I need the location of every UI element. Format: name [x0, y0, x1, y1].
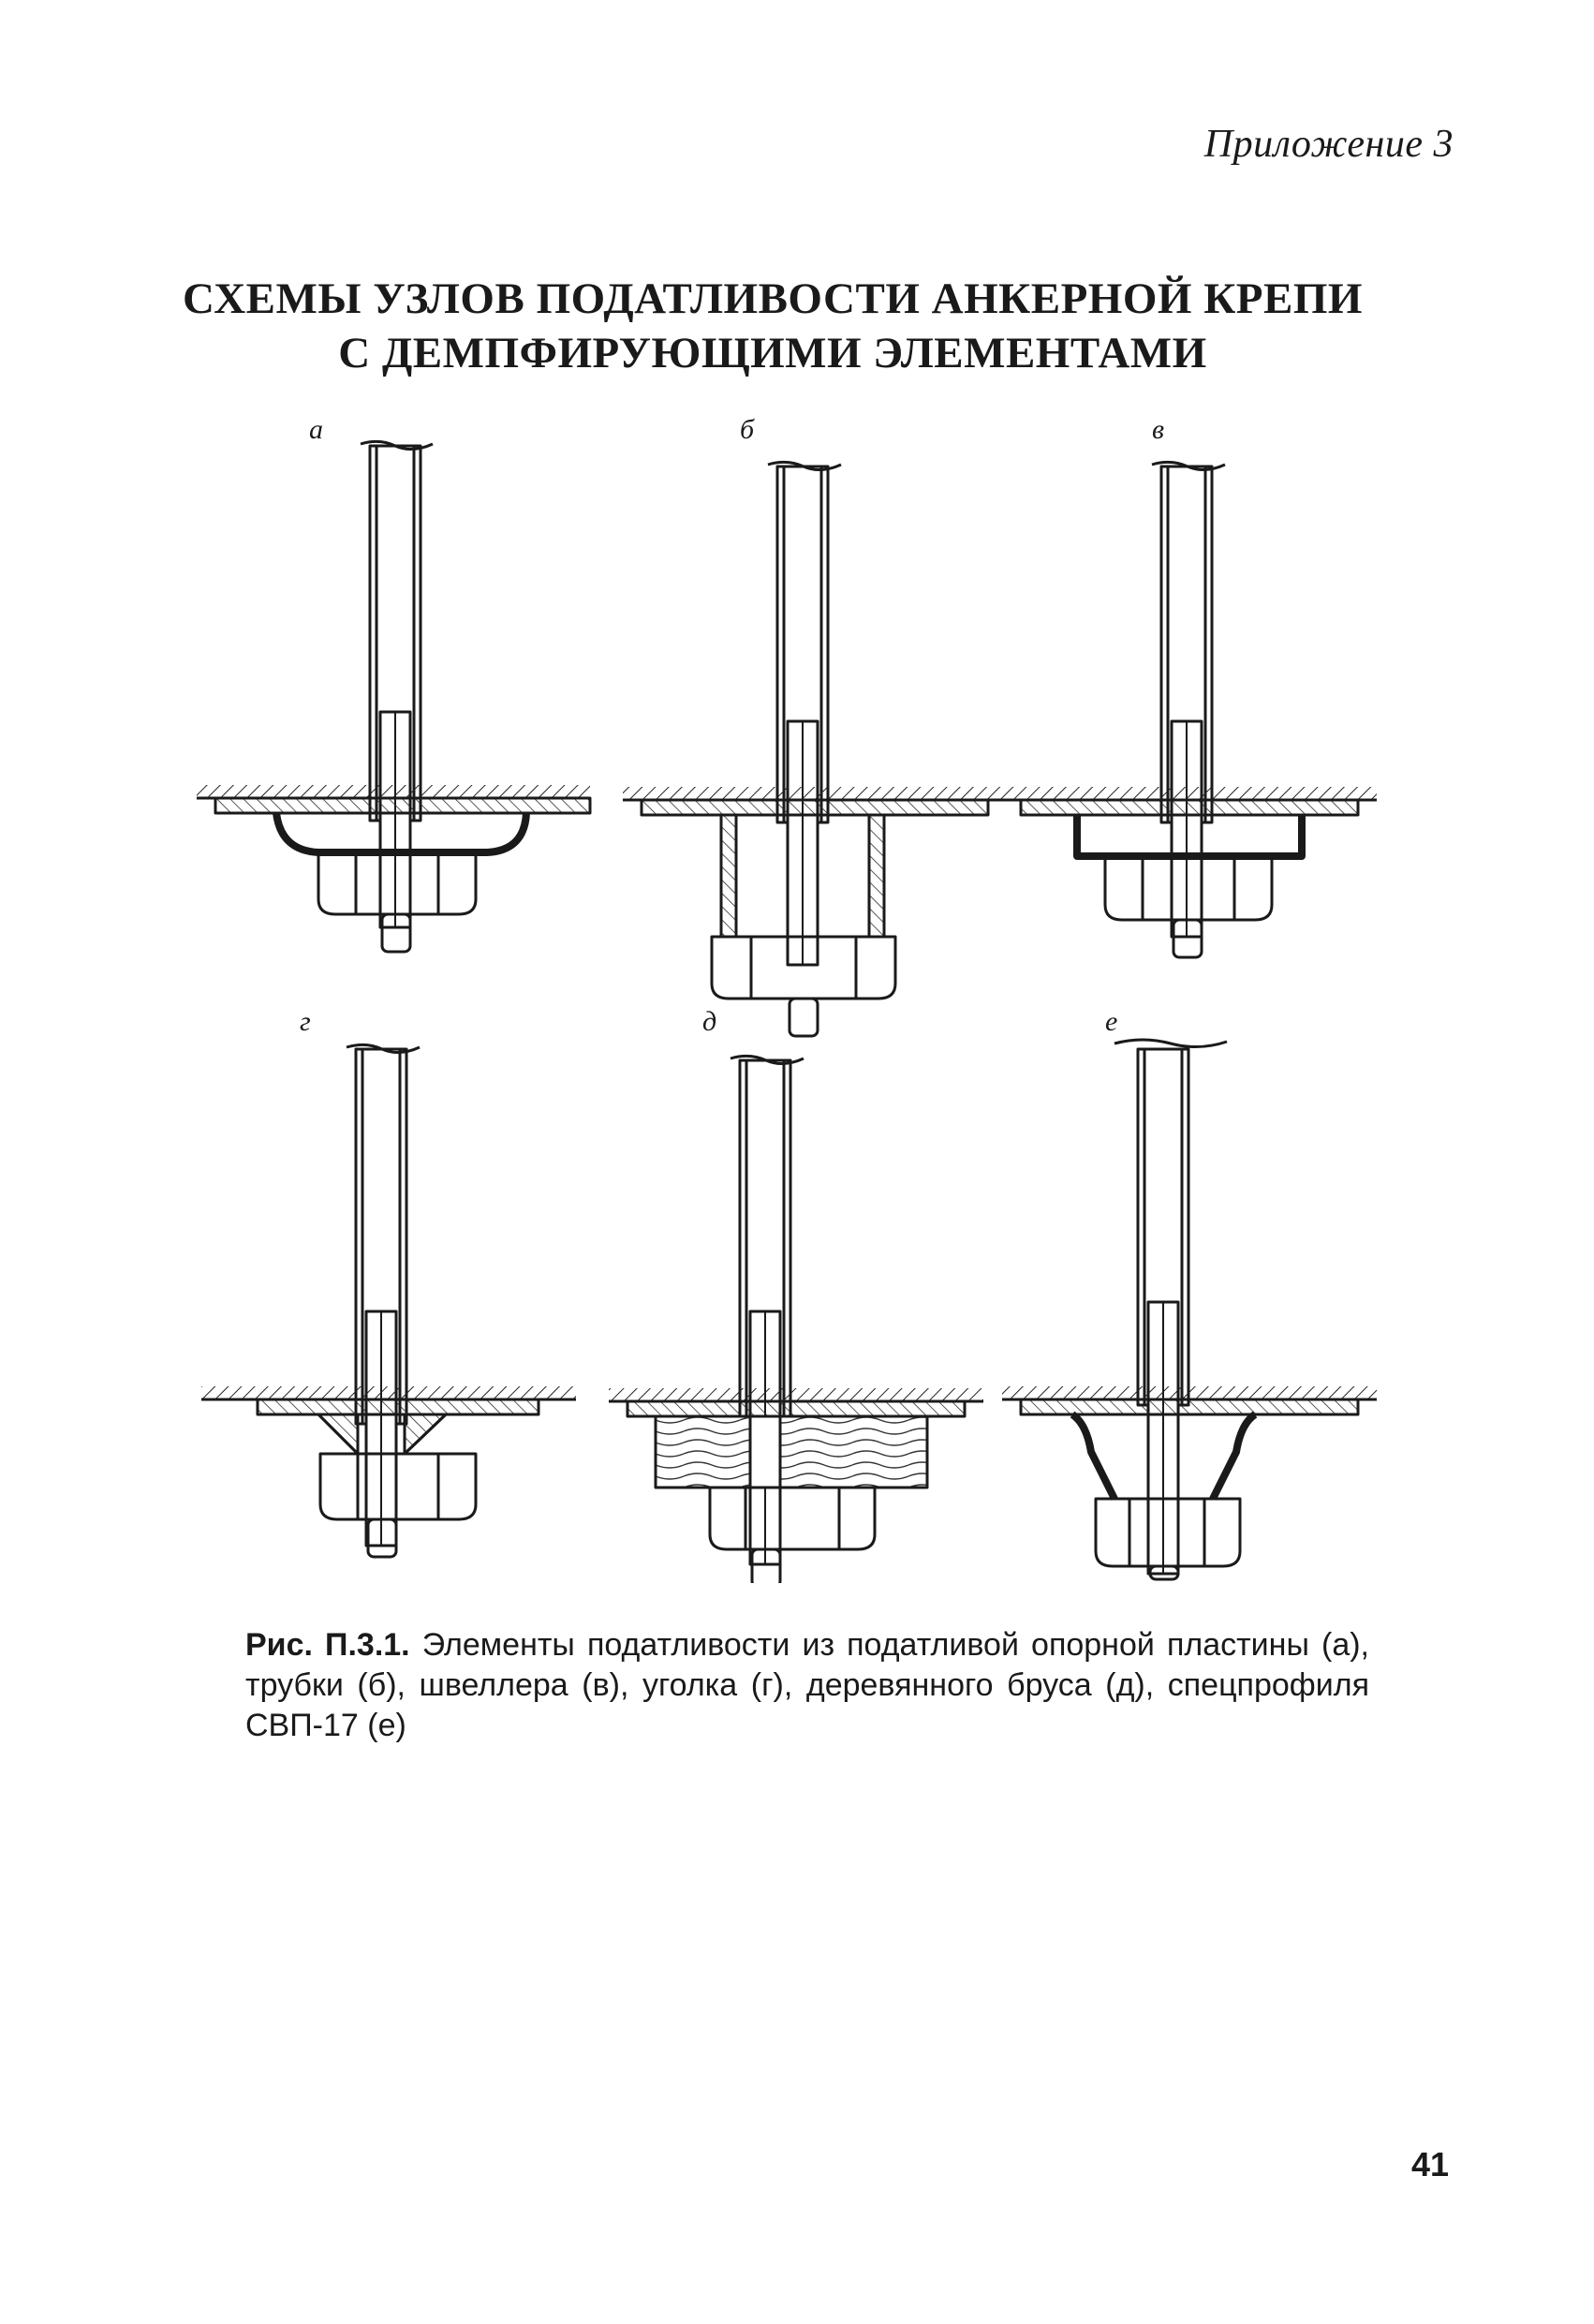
figure-drawing: а б [197, 414, 1377, 1583]
panel-g: г [201, 1006, 576, 1559]
panel-label-v: в [1152, 414, 1164, 445]
title-line-2: С ДЕМПФИРУЮЩИМИ ЭЛЕМЕНТАМИ [338, 329, 1207, 377]
panel-d: д [609, 1006, 983, 1583]
panel-label-d: д [702, 1006, 716, 1037]
caption-text: Элементы податливости из податливой опор… [245, 1627, 1369, 1743]
appendix-heading: Приложение 3 [1203, 123, 1454, 166]
panel-label-b: б [740, 414, 755, 445]
panel-b: б [623, 414, 1002, 1038]
panel-v: в [1002, 414, 1377, 959]
panel-label-e: е [1105, 1006, 1117, 1037]
caption-label: Рис. П.3.1. [245, 1627, 410, 1663]
panel-label-g: г [300, 1006, 311, 1037]
page-title: СХЕМЫ УЗЛОВ ПОДАТЛИВОСТИ АНКЕРНОЙ КРЕПИ … [0, 272, 1545, 380]
title-line-1: СХЕМЫ УЗЛОВ ПОДАТЛИВОСТИ АНКЕРНОЙ КРЕПИ [183, 274, 1363, 323]
page-number: 41 [1410, 2145, 1449, 2183]
panel-a: а [197, 414, 592, 954]
panel-label-a: а [309, 414, 323, 445]
figure-caption: Рис. П.3.1. Элементы податливости из под… [245, 1625, 1369, 1746]
anchor-schemes-figure: а б [178, 403, 1386, 1583]
panel-e: е [1002, 1006, 1377, 1581]
